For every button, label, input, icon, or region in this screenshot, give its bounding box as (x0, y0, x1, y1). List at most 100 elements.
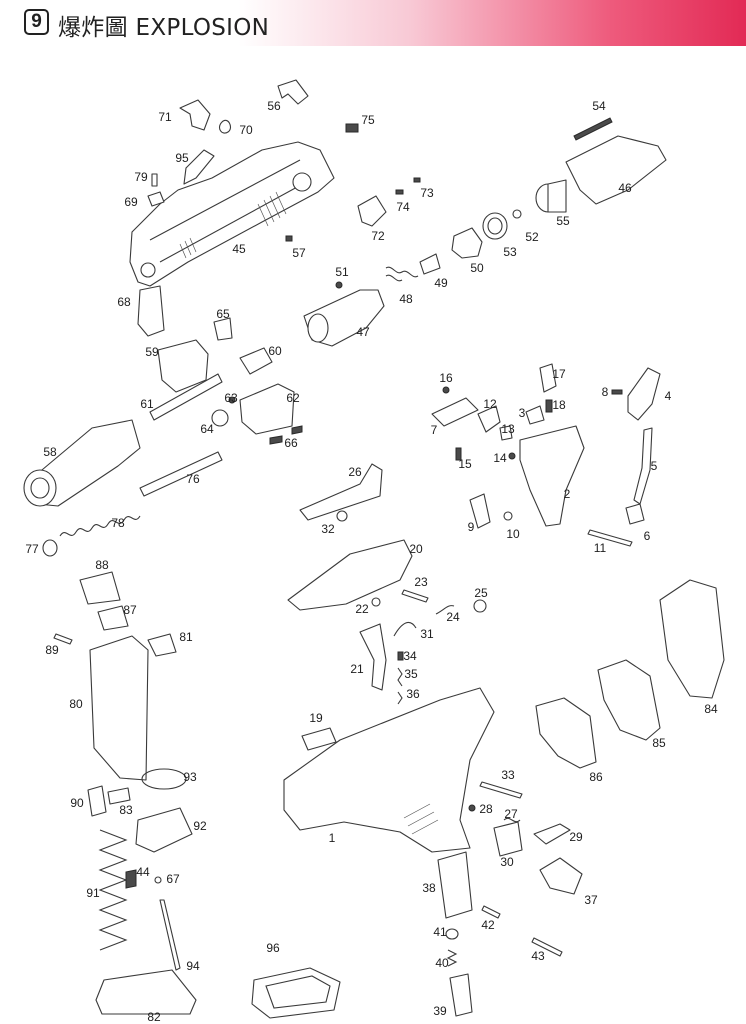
part-number-60: 60 (268, 344, 282, 358)
slide (129, 141, 335, 287)
part-number-65: 65 (216, 307, 230, 321)
part-number-25: 25 (474, 586, 488, 600)
part-number-81: 81 (179, 630, 193, 644)
part-number-23: 23 (414, 575, 428, 589)
part-number-57: 57 (292, 246, 306, 260)
part-number-78: 78 (111, 516, 125, 530)
part-number-6: 6 (643, 529, 651, 543)
part-number-14: 14 (493, 451, 507, 465)
part-number-61: 61 (140, 397, 154, 411)
part-number-50: 50 (470, 261, 484, 275)
part-number-38: 38 (422, 881, 436, 895)
part-number-77: 77 (25, 542, 39, 556)
part-number-17: 17 (552, 367, 566, 381)
part-number-39: 39 (433, 1004, 447, 1018)
part-number-72: 72 (371, 229, 385, 243)
part-number-89: 89 (45, 643, 59, 657)
part-number-88: 88 (95, 558, 109, 572)
part-number-29: 29 (569, 830, 583, 844)
part-number-52: 52 (525, 230, 539, 244)
part-number-5: 5 (650, 459, 658, 473)
part-number-15: 15 (458, 457, 472, 471)
part-number-96: 96 (266, 941, 280, 955)
part-number-64: 64 (200, 422, 214, 436)
part-number-91: 91 (86, 886, 100, 900)
section-number-badge: 9 (24, 9, 49, 35)
part-number-33: 33 (501, 768, 515, 782)
part-number-41: 41 (433, 925, 447, 939)
part-number-43: 43 (531, 949, 545, 963)
part-number-7: 7 (430, 423, 438, 437)
page-title: 爆炸圖 EXPLOSION (58, 15, 270, 41)
part-number-82: 82 (147, 1010, 161, 1024)
part-number-94: 94 (186, 959, 200, 973)
part-number-8: 8 (601, 385, 609, 399)
part-number-87: 87 (123, 603, 137, 617)
part-number-18: 18 (552, 398, 566, 412)
part-number-49: 49 (434, 276, 448, 290)
part-number-58: 58 (43, 445, 57, 459)
part-number-55: 55 (556, 214, 570, 228)
part-number-28: 28 (479, 802, 493, 816)
part-number-68: 68 (117, 295, 131, 309)
part-number-53: 53 (503, 245, 517, 259)
part-number-92: 92 (193, 819, 207, 833)
part-number-44: 44 (136, 865, 150, 879)
part-number-4: 4 (664, 389, 672, 403)
part-number-3: 3 (518, 406, 526, 420)
part-number-36: 36 (406, 687, 420, 701)
part-number-1: 1 (328, 831, 336, 845)
part-number-42: 42 (481, 918, 495, 932)
part-number-80: 80 (69, 697, 83, 711)
part-number-11: 11 (593, 541, 607, 555)
part-number-10: 10 (506, 527, 520, 541)
part-number-66: 66 (284, 436, 298, 450)
part-number-45: 45 (232, 242, 246, 256)
part-number-2: 2 (563, 487, 571, 501)
part-number-59: 59 (145, 345, 159, 359)
part-number-95: 95 (175, 151, 189, 165)
part-number-13: 13 (501, 422, 515, 436)
part-number-85: 85 (652, 736, 666, 750)
part-number-69: 69 (124, 195, 138, 209)
header-gradient-bar (0, 0, 746, 46)
part-number-30: 30 (500, 855, 514, 869)
part-number-86: 86 (589, 770, 603, 784)
part-number-40: 40 (435, 956, 449, 970)
part-number-67: 67 (166, 872, 180, 886)
part-number-75: 75 (361, 113, 375, 127)
part-number-70: 70 (239, 123, 253, 137)
part-number-12: 12 (483, 397, 497, 411)
part-number-90: 90 (70, 796, 84, 810)
part-number-34: 34 (403, 649, 417, 663)
part-number-27: 27 (504, 807, 518, 821)
part-number-35: 35 (404, 667, 418, 681)
part-number-21: 21 (350, 662, 364, 676)
part-number-20: 20 (409, 542, 423, 556)
part-number-54: 54 (592, 99, 606, 113)
part-number-37: 37 (584, 893, 598, 907)
part-number-62: 62 (286, 391, 300, 405)
part-number-71: 71 (158, 110, 172, 124)
part-number-48: 48 (399, 292, 413, 306)
part-number-63: 63 (224, 391, 238, 405)
part-number-74: 74 (396, 200, 410, 214)
part-number-83: 83 (119, 803, 133, 817)
part-number-51: 51 (335, 265, 349, 279)
part-number-24: 24 (446, 610, 460, 624)
part-number-56: 56 (267, 99, 281, 113)
part-number-26: 26 (348, 465, 362, 479)
part-number-73: 73 (420, 186, 434, 200)
part-number-84: 84 (704, 702, 718, 716)
part-number-79: 79 (134, 170, 148, 184)
part-number-46: 46 (618, 181, 632, 195)
part-number-19: 19 (309, 711, 323, 725)
part-number-31: 31 (420, 627, 434, 641)
part-number-93: 93 (183, 770, 197, 784)
part-number-22: 22 (355, 602, 369, 616)
part-number-9: 9 (467, 520, 475, 534)
part-number-47: 47 (356, 325, 370, 339)
part-number-16: 16 (439, 371, 453, 385)
part-number-76: 76 (186, 472, 200, 486)
